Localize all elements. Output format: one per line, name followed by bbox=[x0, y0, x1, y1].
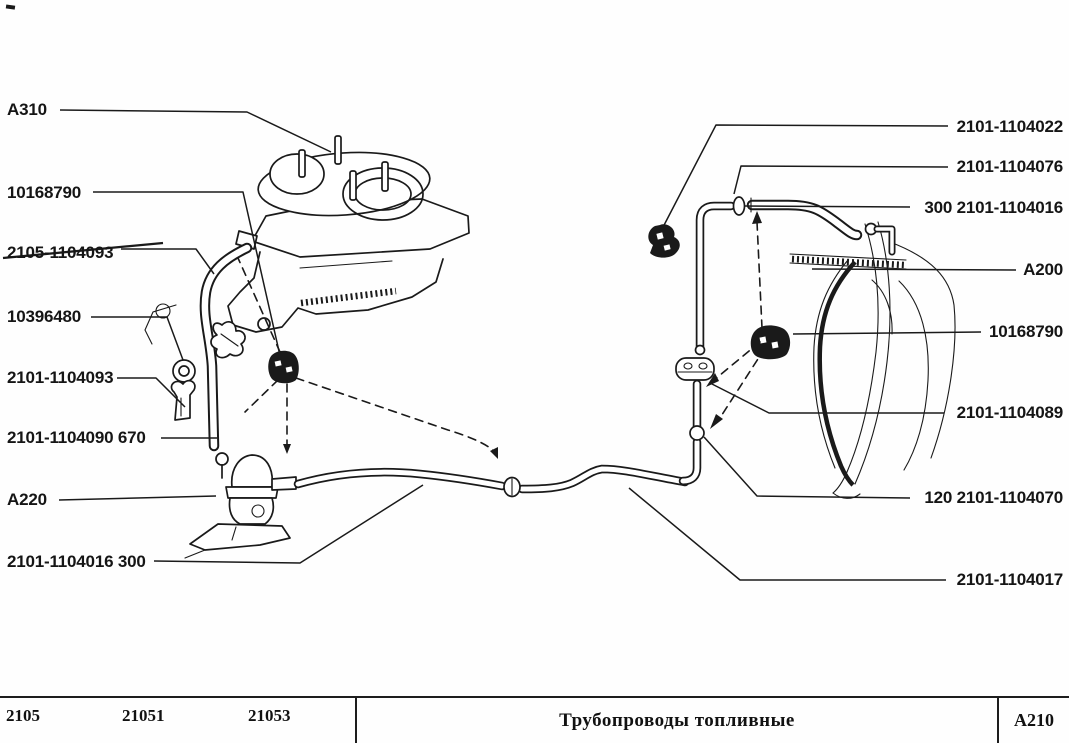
footer-model-2105: 2105 bbox=[6, 706, 40, 725]
body-panel-drawing bbox=[789, 221, 956, 499]
part-label-10168790-left: 10168790 bbox=[7, 183, 82, 202]
part-label-a220: A220 bbox=[7, 490, 47, 509]
rear-hose-drawing bbox=[746, 197, 863, 241]
part-label-10168790-right: 10168790 bbox=[988, 322, 1063, 341]
fuel-pump-drawing bbox=[184, 452, 297, 559]
part-label-2105-1104093-struck: 2105-1104093 bbox=[7, 243, 114, 262]
part-label-2101-1104089: 2101-1104089 bbox=[956, 403, 1064, 422]
part-label-2101-1104016-right: 300 2101-1104016 bbox=[924, 198, 1063, 217]
scan-specks bbox=[5, 4, 16, 10]
mounting-dashed-arrows bbox=[237, 211, 766, 459]
footer-section-title: Трубопроводы топливные bbox=[559, 709, 795, 731]
part-label-2101-1104022: 2101-1104022 bbox=[956, 117, 1064, 136]
carburetor-hose-drawing bbox=[199, 242, 253, 452]
leader-lines bbox=[58, 109, 1017, 581]
footer-divider-1 bbox=[355, 697, 357, 743]
part-label-10396480: 10396480 bbox=[7, 307, 82, 326]
part-label-2101-1104076: 2101-1104076 bbox=[956, 157, 1064, 176]
rear-metal-pipe-drawing bbox=[694, 196, 746, 356]
part-label-2101-1104017: 2101-1104017 bbox=[956, 570, 1064, 589]
part-label-a200: A200 bbox=[1023, 260, 1063, 279]
holder-bracket-drawing bbox=[170, 379, 196, 421]
footer-model-21053: 21053 bbox=[248, 706, 291, 725]
footer-table-top-border bbox=[0, 696, 1069, 698]
part-label-2101-1104070: 120 2101-1104070 bbox=[924, 488, 1063, 507]
part-label-2101-1104093: 2101-1104093 bbox=[7, 368, 114, 387]
footer-divider-2 bbox=[997, 697, 999, 743]
main-fuel-pipe-drawing bbox=[293, 379, 705, 498]
footer-page-code: A210 bbox=[1014, 710, 1054, 730]
pipe-clip-right-drawing bbox=[750, 325, 791, 360]
tank-outlet-pipe-drawing bbox=[864, 222, 896, 256]
part-label-2101-1104016-left: 2101-1104016 300 bbox=[7, 552, 146, 571]
footer-model-21051: 21051 bbox=[122, 706, 165, 725]
floor-grommet-plate-drawing bbox=[675, 357, 715, 381]
strikethrough-line bbox=[2, 241, 164, 260]
carburetor-drawing bbox=[144, 135, 470, 345]
hose-spring-clip-drawing bbox=[210, 321, 246, 359]
clip-bracket-drawing bbox=[648, 224, 680, 258]
part-label-2101-1104090: 2101-1104090 670 bbox=[7, 428, 146, 447]
pipe-clamp-left-drawing bbox=[268, 350, 299, 384]
grommet-drawing bbox=[172, 359, 196, 383]
part-label-a310: A310 bbox=[7, 100, 47, 119]
carburetor-studs bbox=[298, 135, 389, 201]
